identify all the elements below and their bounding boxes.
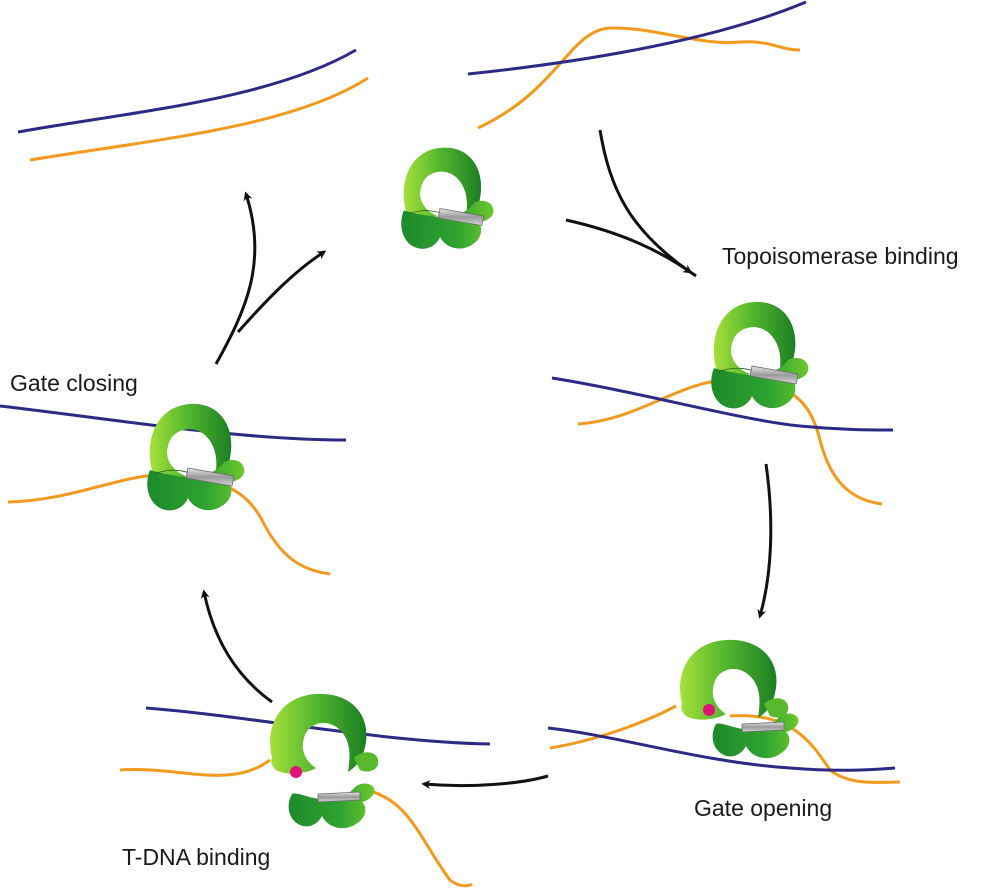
topoisomerase-enzyme-icon: [288, 783, 375, 829]
g-segment-dna-strand: [119, 758, 271, 777]
topoisomerase-enzyme-icon: [710, 301, 809, 409]
cycle-arrow-icon: [565, 218, 697, 278]
t-segment-dna-strand: [551, 376, 894, 432]
g-segment-dna-strand: [365, 788, 474, 888]
label-gate-closing: Gate closing: [10, 370, 138, 396]
cycle-arrow-icon: [598, 129, 693, 274]
cycle-arrow-icon: [214, 191, 257, 365]
released-dna-pair: [17, 48, 369, 162]
cycle-arrow-icon: [421, 774, 549, 790]
topoisomerase-enzyme-icon: [680, 639, 789, 720]
t-segment-dna-strand: [17, 48, 357, 134]
label-t-dna-binding: T-DNA binding: [122, 844, 271, 870]
t-segment-dna-strand: [547, 726, 896, 772]
cycle-arrows: [200, 129, 773, 790]
gate-closing-complex: [0, 403, 347, 576]
topoisomerase-enzyme-icon: [146, 403, 245, 511]
label-topoisomerase-binding: Topoisomerase binding: [722, 243, 959, 269]
t-dna-binding-complex: [119, 693, 491, 888]
g-segment-dna-strand: [29, 76, 369, 162]
cycle-arrow-icon: [236, 250, 327, 333]
bound-complex: [551, 301, 894, 506]
topoisomerase-enzyme-icon: [270, 693, 379, 774]
g-segment-dna-strand: [477, 26, 801, 130]
t-segment-dna-strand: [467, 0, 807, 76]
label-gate-opening: Gate opening: [694, 795, 833, 821]
cleavage-site-dot-icon: [703, 704, 715, 716]
topoisomerase-enzyme-icon: [712, 713, 799, 759]
cycle-arrow-icon: [757, 463, 773, 619]
t-segment-dna-strand: [145, 706, 491, 746]
cleavage-site-dot-icon: [290, 766, 302, 778]
g-segment-dna-strand: [549, 704, 677, 750]
crossing-dna-pair: [467, 0, 807, 130]
topoisomerase-enzyme-icon: [400, 147, 494, 250]
g-segment-dna-strand: [729, 714, 901, 784]
gate-open-complex: [547, 639, 901, 784]
cycle-arrow-icon: [200, 589, 273, 704]
